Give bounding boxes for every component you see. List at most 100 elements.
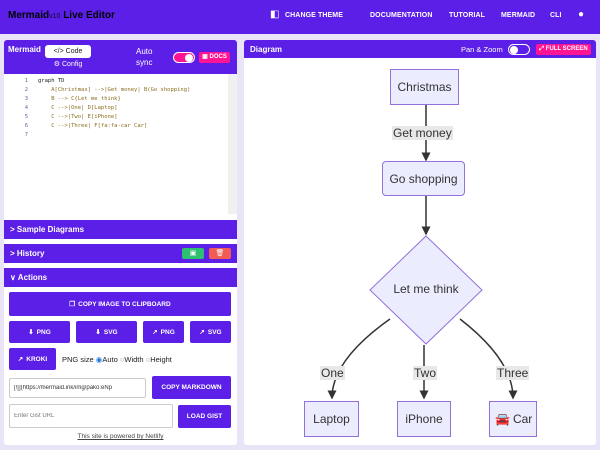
palette-icon[interactable]: ◧ bbox=[270, 9, 280, 20]
node-go-shopping[interactable]: Go shopping bbox=[382, 161, 465, 196]
top-bar bbox=[0, 0, 600, 34]
code-icon: </> bbox=[53, 48, 64, 55]
pan-zoom-label: Pan & Zoom bbox=[461, 45, 503, 54]
code-editor[interactable]: 1 graph TD 2 A[Christmas] -->|Get money| B… bbox=[4, 74, 237, 214]
markdown-field[interactable] bbox=[9, 378, 146, 398]
download-icon: ⬇ bbox=[95, 329, 101, 336]
edge-c-d bbox=[327, 318, 391, 400]
edge-c-f bbox=[459, 318, 518, 400]
radio-auto-label: Auto bbox=[102, 355, 118, 364]
full-screen-button[interactable]: ⤢ FULL SCREEN bbox=[536, 44, 591, 55]
edge-label-three: Three bbox=[496, 366, 530, 380]
history-section[interactable]: > History bbox=[4, 244, 237, 263]
line-number: 5 bbox=[24, 114, 28, 120]
full-screen-label: FULL SCREEN bbox=[545, 46, 588, 52]
image-icon: ❐ bbox=[69, 301, 76, 308]
editor-scrollbar[interactable] bbox=[228, 74, 237, 214]
open-svg-button[interactable]: ↗SVG bbox=[190, 321, 231, 343]
png-size-options: PNG size ◉Auto ○Width ○Height bbox=[62, 355, 172, 364]
external-link-icon: ↗ bbox=[152, 329, 158, 336]
car-icon: 🚘 bbox=[495, 412, 510, 426]
editor-title: Mermaid bbox=[8, 45, 41, 54]
download-icon: ⬇ bbox=[28, 329, 34, 336]
copy-image-label: COPY IMAGE TO CLIPBOARD bbox=[78, 300, 171, 308]
open-png-label: PNG bbox=[160, 328, 175, 336]
save-icon: ▣ bbox=[189, 250, 197, 257]
github-icon[interactable]: ● bbox=[578, 9, 585, 20]
copy-image-button[interactable]: ❐COPY IMAGE TO CLIPBOARD bbox=[9, 292, 231, 316]
gist-url-input[interactable] bbox=[9, 404, 173, 428]
radio-width-label: Width bbox=[124, 355, 144, 364]
chevron-down-icon: ∨ bbox=[10, 273, 16, 282]
tab-code[interactable]: </> Code bbox=[45, 45, 91, 58]
actions-label: Actions bbox=[17, 273, 48, 282]
code-line: B --> C{Let me think} bbox=[38, 96, 121, 102]
nav-mermaid[interactable]: MERMAID bbox=[501, 12, 536, 19]
node-christmas[interactable]: Christmas bbox=[390, 69, 459, 105]
actions-section[interactable]: ∨ Actions bbox=[4, 268, 237, 287]
pan-zoom-toggle[interactable] bbox=[508, 44, 530, 55]
save-history-button[interactable]: ▣ bbox=[182, 248, 204, 259]
download-svg-label: SVG bbox=[103, 328, 118, 336]
open-svg-label: SVG bbox=[207, 328, 222, 336]
nav-cli[interactable]: CLI bbox=[550, 12, 562, 19]
code-line: C -->|Three| F[fa:fa-car Car] bbox=[38, 123, 148, 129]
code-line: A[Christmas] -->|Get money| B(Go shoppin… bbox=[38, 87, 191, 93]
sample-diagrams-section[interactable]: > Sample Diagrams bbox=[4, 220, 237, 239]
node-c-diamond bbox=[369, 235, 483, 345]
copy-markdown-label: COPY MARKDOWN bbox=[161, 384, 222, 391]
code-line: graph TD bbox=[38, 78, 65, 84]
tab-config-label: Config bbox=[62, 61, 83, 68]
book-icon: ▣ bbox=[202, 54, 208, 60]
line-number: 7 bbox=[24, 132, 28, 138]
change-theme-menu[interactable]: CHANGE THEME bbox=[285, 12, 343, 19]
netlify-footer-link[interactable]: This site is powered by Netlify bbox=[77, 433, 164, 440]
copy-markdown-button[interactable]: COPY MARKDOWN bbox=[152, 376, 231, 399]
nav-documentation[interactable]: DOCUMENTATION bbox=[370, 12, 433, 19]
load-gist-button[interactable]: LOAD GIST bbox=[178, 405, 231, 428]
tab-code-label: Code bbox=[65, 48, 83, 55]
app-logo[interactable]: Mermaidv10 Live Editor bbox=[8, 10, 115, 21]
node-iphone[interactable]: iPhone bbox=[397, 401, 451, 437]
line-number: 6 bbox=[24, 123, 28, 129]
edge-label-two: Two bbox=[413, 366, 438, 380]
code-line: C -->|Two| E[iPhone] bbox=[38, 114, 118, 120]
app-version: v10 bbox=[49, 13, 61, 20]
clear-history-button[interactable]: 🗑 bbox=[209, 248, 231, 259]
radio-width[interactable]: ○ bbox=[119, 355, 125, 364]
docs-button[interactable]: ▣ DOCS bbox=[199, 52, 230, 63]
trash-icon: 🗑 bbox=[215, 250, 225, 257]
app-title: Live Editor bbox=[63, 10, 115, 21]
kroki-button[interactable]: ↗KROKI bbox=[9, 348, 56, 370]
node-let-me-think[interactable]: Let me think bbox=[393, 282, 459, 296]
diagram-title: Diagram bbox=[250, 45, 283, 54]
tab-config[interactable]: ⚙ Config bbox=[45, 60, 91, 72]
line-number: 1 bbox=[24, 78, 28, 84]
editor-header bbox=[4, 40, 237, 74]
chevron-right-icon: > bbox=[10, 249, 15, 258]
radio-height[interactable]: ○ bbox=[145, 355, 151, 364]
diagram-header bbox=[244, 40, 596, 58]
code-line: C -->|One| D[Laptop] bbox=[38, 105, 118, 111]
history-label: History bbox=[16, 249, 45, 258]
sample-diagrams-label: Sample Diagrams bbox=[16, 225, 85, 234]
radio-auto[interactable]: ◉ bbox=[95, 355, 103, 364]
external-link-icon: ↗ bbox=[199, 329, 205, 336]
expand-icon: ⤢ bbox=[539, 46, 545, 52]
download-svg-button[interactable]: ⬇SVG bbox=[76, 321, 137, 343]
node-laptop[interactable]: Laptop bbox=[304, 401, 359, 437]
gear-icon: ⚙ bbox=[53, 61, 61, 68]
load-gist-label: LOAD GIST bbox=[186, 413, 223, 420]
radio-height-label: Height bbox=[150, 355, 172, 364]
node-car[interactable]: 🚘Car bbox=[489, 401, 537, 437]
open-png-button[interactable]: ↗PNG bbox=[143, 321, 184, 343]
nav-tutorial[interactable]: TUTORIAL bbox=[449, 12, 486, 19]
node-car-label: Car bbox=[512, 412, 533, 426]
edge-label-get-money: Get money bbox=[392, 126, 453, 140]
download-png-button[interactable]: ⬇PNG bbox=[9, 321, 70, 343]
line-number: 2 bbox=[24, 87, 28, 93]
auto-sync-toggle[interactable] bbox=[173, 52, 195, 63]
app-name: Mermaid bbox=[8, 10, 50, 21]
chevron-right-icon: > bbox=[10, 225, 15, 234]
